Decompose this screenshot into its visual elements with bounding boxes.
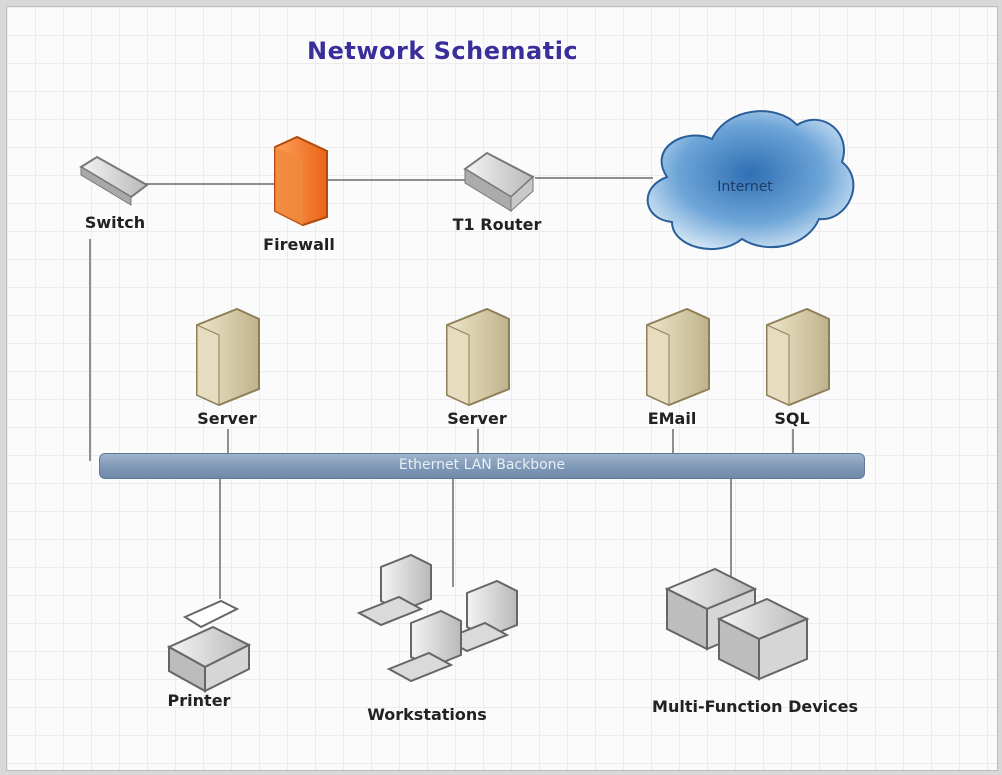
link-router-internet bbox=[535, 177, 653, 179]
workstations-icon[interactable] bbox=[356, 553, 518, 683]
link-switch-backbone bbox=[89, 239, 91, 461]
link-server2-backbone bbox=[477, 429, 479, 455]
server-icon[interactable] bbox=[446, 307, 510, 407]
server-label: Server bbox=[447, 409, 507, 428]
router-icon[interactable] bbox=[463, 151, 535, 213]
diagram-title: Network Schematic bbox=[307, 37, 579, 65]
link-server1-backbone bbox=[227, 429, 229, 455]
sql-label: SQL bbox=[774, 409, 810, 428]
cloud-label: Internet bbox=[717, 179, 773, 195]
server-label: Server bbox=[197, 409, 257, 428]
router-label: T1 Router bbox=[452, 215, 542, 234]
email-server-icon[interactable] bbox=[646, 307, 710, 407]
printer-label: Printer bbox=[167, 691, 231, 710]
mfd-label: Multi-Function Devices bbox=[652, 697, 858, 716]
multifunction-devices-icon[interactable] bbox=[664, 567, 810, 681]
sql-server-icon[interactable] bbox=[766, 307, 830, 407]
link-printer-backbone bbox=[219, 477, 221, 599]
email-label: EMail bbox=[647, 409, 697, 428]
firewall-label: Firewall bbox=[263, 235, 335, 254]
server-icon[interactable] bbox=[196, 307, 260, 407]
link-email-backbone bbox=[672, 429, 674, 455]
switch-icon[interactable] bbox=[79, 155, 149, 206]
backbone-label: Ethernet LAN Backbone bbox=[398, 457, 566, 473]
firewall-icon[interactable] bbox=[274, 135, 328, 227]
link-switch-firewall bbox=[139, 183, 279, 185]
ethernet-backbone: Ethernet LAN Backbone bbox=[99, 453, 865, 479]
printer-icon[interactable] bbox=[166, 599, 252, 693]
workstations-label: Workstations bbox=[367, 705, 487, 724]
diagram-canvas: Network Schematic Ethernet LAN Backbone bbox=[6, 6, 998, 771]
link-firewall-router bbox=[327, 179, 467, 181]
link-sql-backbone bbox=[792, 429, 794, 455]
internet-cloud-icon[interactable]: Internet bbox=[646, 110, 855, 251]
link-mfd-backbone bbox=[730, 477, 732, 577]
switch-label: Switch bbox=[84, 213, 146, 232]
device-icons: Internet bbox=[79, 110, 855, 693]
link-workstations-backbone bbox=[452, 477, 454, 587]
